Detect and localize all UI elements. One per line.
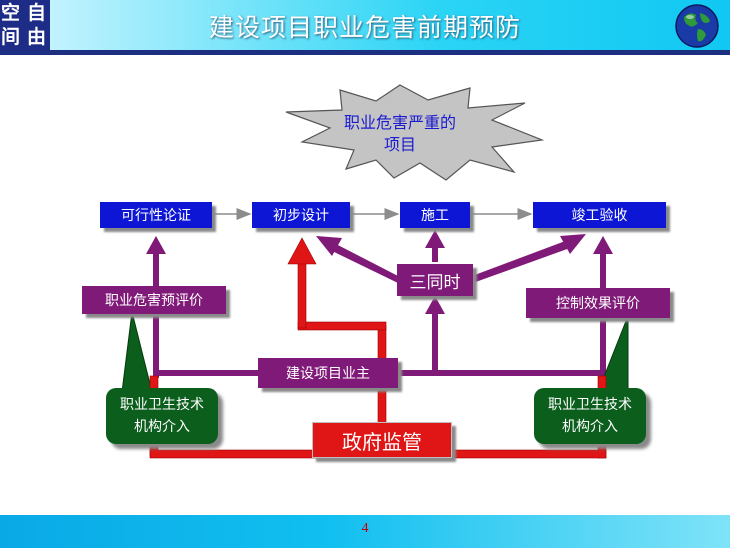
red-arrowhead <box>287 237 317 265</box>
pre-evaluation-box: 职业危害预评价 <box>82 286 226 314</box>
stage-feasibility: 可行性论证 <box>100 202 212 228</box>
purple-link-to-design <box>330 242 400 284</box>
red-link-center-horizontal <box>297 321 387 331</box>
page-title: 建设项目职业危害前期预防 <box>208 13 521 42</box>
health-agency-left: 职业卫生技术机构介入 <box>106 388 218 444</box>
red-link-bottom-left <box>149 449 321 459</box>
logo-char: 由 <box>27 26 47 48</box>
page-number: 4 <box>361 521 369 536</box>
footer-bar <box>0 515 730 548</box>
purple-arrowhead <box>146 236 166 254</box>
red-link-bottom-right <box>449 449 607 459</box>
stage-preliminary-design: 初步设计 <box>252 202 350 228</box>
purple-link-pre-evaluation <box>153 252 159 288</box>
purple-arrowhead <box>560 234 586 254</box>
purple-arrowhead <box>425 230 445 248</box>
purple-arrowhead <box>316 236 342 256</box>
purple-arrowhead <box>425 296 445 314</box>
purple-link-left-vertical <box>153 312 159 378</box>
control-evaluation-box: 控制效果评价 <box>526 288 670 318</box>
header-bar <box>0 0 730 50</box>
purple-arrowhead <box>593 236 613 254</box>
red-link-to-design <box>297 261 307 329</box>
logo-char: 空 <box>1 2 21 24</box>
starburst-shape <box>285 84 545 181</box>
stage-acceptance: 竣工验收 <box>533 202 666 228</box>
purple-link-right-vertical <box>600 318 606 376</box>
logo: 空 自 间 由 <box>0 0 50 50</box>
purple-link-owner-to-three <box>432 310 438 372</box>
government-box: 政府监管 <box>312 422 452 458</box>
logo-char: 间 <box>1 26 21 48</box>
owner-box: 建设项目业主 <box>258 358 398 388</box>
health-agency-right: 职业卫生技术机构介入 <box>534 388 646 444</box>
purple-link-to-acceptance <box>470 240 570 284</box>
purple-link-to-construction <box>432 244 438 262</box>
globe-icon <box>675 4 719 48</box>
purple-link-control-evaluation <box>600 252 606 290</box>
serious-hazard-label: 职业危害严重的项目 <box>343 113 456 154</box>
header-underline <box>0 50 730 55</box>
callout-tail-left <box>121 311 153 393</box>
stage-construction: 施工 <box>400 202 470 228</box>
three-simultaneous-box: 三同时 <box>397 264 473 296</box>
logo-char: 自 <box>27 2 47 24</box>
